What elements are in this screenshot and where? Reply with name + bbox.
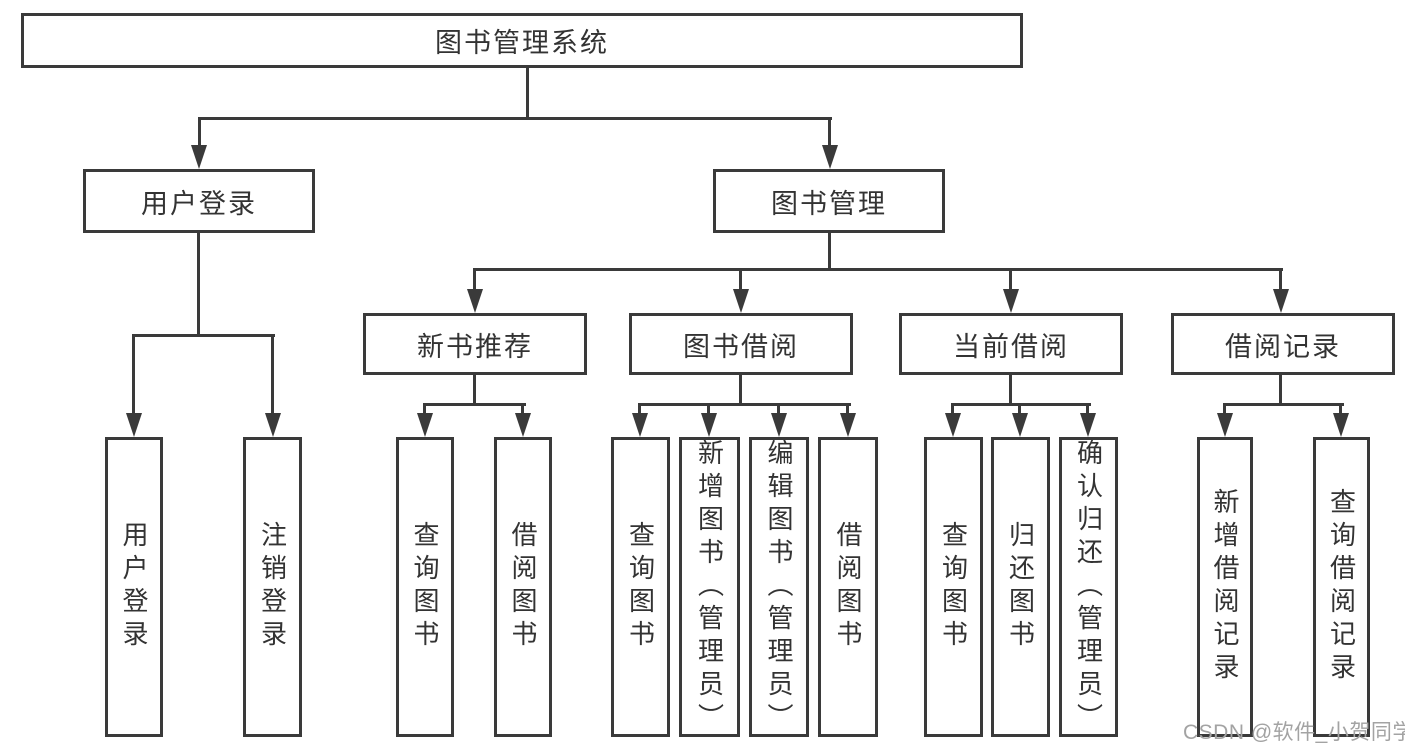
node-label: 借阅图书 [508,521,538,653]
arrow-down-icon [1273,289,1289,313]
arrow-down-icon [840,413,856,437]
connector-line [198,117,201,149]
node-book-borrowing: 图书借阅 [629,313,853,375]
connector-line [271,334,274,414]
node-label: 新书推荐 [417,331,533,362]
arrow-down-icon [515,413,531,437]
node-label: 查询图书 [625,521,656,653]
node-new-book-recommend: 新书推荐 [363,313,587,375]
node-label: 图书管理 [771,188,887,219]
node-label: 新增图书（管理员） [694,438,725,736]
arrow-down-icon [191,145,207,169]
node-leaf-query-books-current: 查询图书 [924,437,983,737]
connector-line [473,268,476,292]
connector-line [1279,375,1282,406]
node-leaf-borrow-books: 借阅图书 [818,437,878,737]
connector-line [739,268,742,292]
arrow-down-icon [1003,289,1019,313]
arrow-down-icon [632,413,648,437]
node-label: 借阅记录 [1225,331,1341,362]
node-label: 用户登录 [141,188,257,219]
arrow-down-icon [1333,413,1349,437]
node-library-system: 图书管理系统 [21,13,1023,68]
connector-line [198,117,832,120]
connector-line [1009,375,1012,406]
node-leaf-add-books-admin: 新增图书（管理员） [679,437,740,737]
arrow-down-icon [771,413,787,437]
node-current-borrowing: 当前借阅 [899,313,1123,375]
connector-line [132,334,275,337]
connector-line [197,233,200,337]
arrow-down-icon [1217,413,1233,437]
node-leaf-query-books-newbook: 查询图书 [396,437,454,737]
connector-line [739,375,742,406]
arrow-down-icon [1012,413,1028,437]
connector-line [1086,403,1089,415]
node-leaf-logout: 注销登录 [243,437,302,737]
node-label: 用户登录 [119,521,149,653]
node-leaf-query-borrow-record: 查询借阅记录 [1313,437,1370,737]
arrow-down-icon [417,413,433,437]
arrow-down-icon [1080,413,1096,437]
node-label: 查询图书 [938,521,969,653]
node-label: 查询图书 [410,521,440,653]
arrow-down-icon [126,413,142,437]
node-label: 确认归还（管理员） [1073,438,1104,736]
connector-line [846,403,849,415]
node-leaf-query-books-borrow: 查询图书 [611,437,670,737]
node-user-login: 用户登录 [83,169,315,233]
connector-line [423,403,426,415]
connector-line [521,403,524,415]
connector-line [1223,403,1344,406]
node-leaf-edit-books-admin: 编辑图书（管理员） [749,437,809,737]
connector-line [423,403,526,406]
node-label: 新增借阅记录 [1210,488,1240,686]
connector-line [951,403,954,415]
node-label: 图书管理系统 [435,28,609,58]
connector-line [473,375,476,406]
node-leaf-return-books: 归还图书 [991,437,1050,737]
arrow-down-icon [265,413,281,437]
connector-line [1009,268,1012,292]
node-book-management: 图书管理 [713,169,945,233]
arrow-down-icon [822,145,838,169]
connector-line [638,403,851,406]
arrow-down-icon [467,289,483,313]
connector-line [707,403,710,415]
node-leaf-user-login: 用户登录 [105,437,163,737]
node-label: 查询借阅记录 [1326,488,1357,686]
connector-line [1018,403,1021,415]
csdn-watermark: CSDN @软件_小贺同学 [1183,721,1405,744]
connector-line [1223,403,1226,415]
connector-line [638,403,641,415]
connector-line [1279,268,1282,292]
node-label: 编辑图书（管理员） [764,438,794,736]
node-leaf-borrow-books-newbook: 借阅图书 [494,437,552,737]
connector-line [1339,403,1342,415]
arrow-down-icon [945,413,961,437]
node-label: 借阅图书 [833,521,863,653]
connector-line [951,403,1091,406]
connector-line [473,268,1283,271]
arrow-down-icon [701,413,717,437]
connector-line [526,68,529,120]
node-leaf-confirm-return-admin: 确认归还（管理员） [1059,437,1118,737]
connector-line [132,334,135,414]
arrow-down-icon [733,289,749,313]
connector-line [828,117,831,149]
node-label: 图书借阅 [683,331,799,362]
connector-line [828,233,831,271]
node-label: 注销登录 [257,521,288,653]
node-leaf-add-borrow-record: 新增借阅记录 [1197,437,1253,737]
connector-line [777,403,780,415]
node-label: 当前借阅 [953,331,1069,362]
node-label: 归还图书 [1005,521,1036,653]
node-borrowing-records: 借阅记录 [1171,313,1395,375]
